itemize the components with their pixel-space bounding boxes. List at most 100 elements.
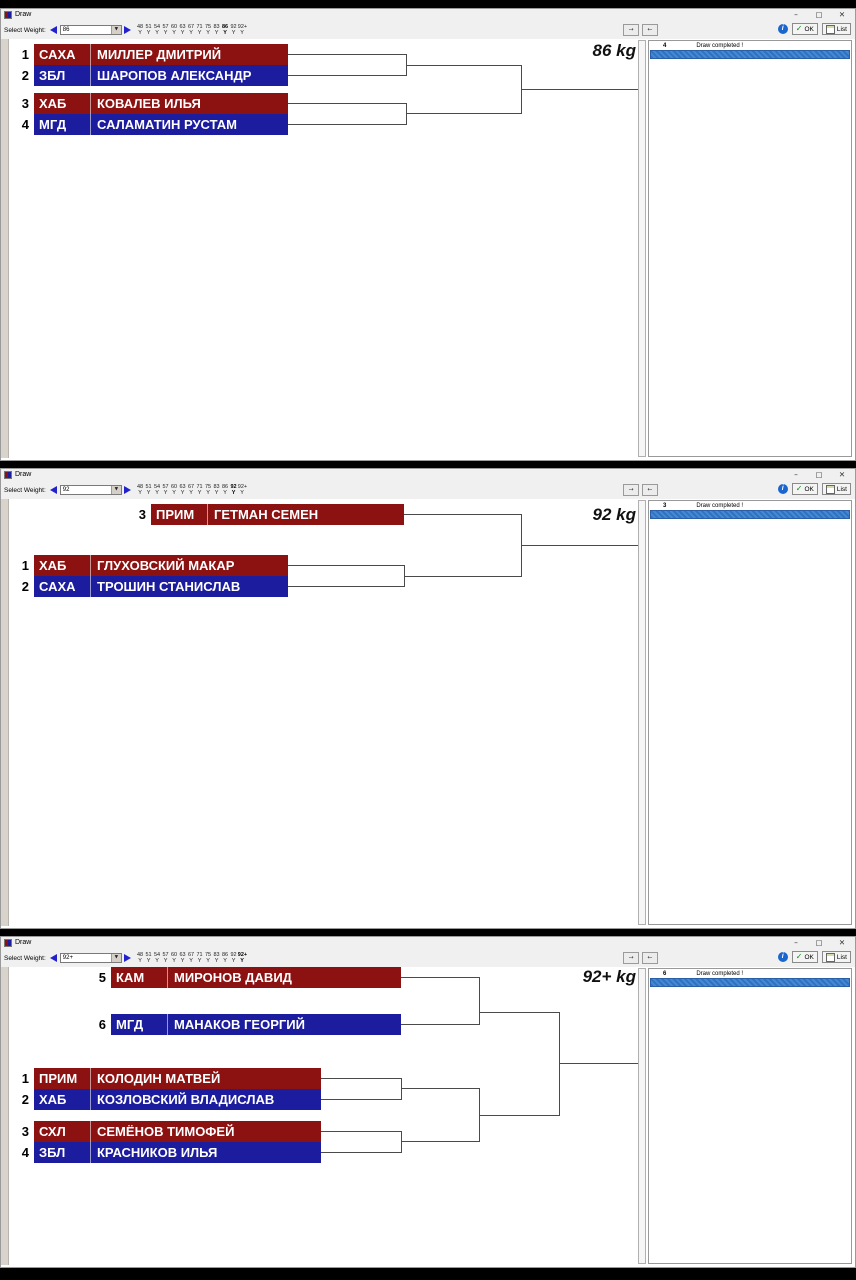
maximize-button[interactable]: ▢ [815, 10, 823, 19]
athlete-name: СЕМЁНОВ ТИМОФЕЙ [97, 1124, 235, 1139]
weight-combobox[interactable]: 86 ▼ [59, 25, 122, 35]
bracket-entry[interactable]: 1 САХА МИЛЛЕР ДМИТРИЙ [10, 44, 288, 65]
maximize-button[interactable]: ▢ [815, 938, 823, 947]
vertical-divider[interactable] [638, 968, 646, 1264]
club-code: ХАБ [34, 1089, 91, 1110]
next-weight-arrow-icon[interactable] [123, 486, 131, 494]
minimize-button[interactable]: – [794, 470, 798, 479]
ok-button[interactable]: ✓OK [791, 483, 818, 495]
bracket-entry[interactable]: 4 МГД САЛАМАТИН РУСТАМ [10, 114, 288, 135]
bracket-line [406, 65, 521, 66]
bracket-entry[interactable]: 3 ХАБ КОВАЛЕВ ИЛЬЯ [10, 93, 288, 114]
minimize-button[interactable]: – [794, 938, 798, 947]
nav-next-button[interactable]: → [623, 952, 639, 964]
close-button[interactable]: ✕ [838, 470, 846, 479]
bracket-entry[interactable]: 3 СХЛ СЕМЁНОВ ТИМОФЕЙ [10, 1121, 321, 1142]
prev-weight-arrow-icon[interactable] [49, 26, 57, 34]
list-button[interactable]: List [821, 483, 851, 495]
prev-weight-arrow-icon[interactable] [49, 954, 57, 962]
selected-row-bar[interactable] [650, 978, 850, 987]
combobox-dropdown-icon[interactable]: ▼ [110, 954, 121, 962]
bracket-entry[interactable]: 2 ЗБЛ ШАРОПОВ АЛЕКСАНДР [10, 65, 288, 86]
list-button[interactable]: List [821, 951, 851, 963]
nav-prev-button[interactable]: ← [642, 484, 658, 496]
close-button[interactable]: ✕ [838, 938, 846, 947]
ok-button[interactable]: ✓OK [791, 23, 818, 35]
list-button[interactable]: List [821, 23, 851, 35]
bracket-entry[interactable]: 2 САХА ТРОШИН СТАНИСЛАВ [10, 576, 288, 597]
bracket-entry[interactable]: 6 МГД МАНАКОВ ГЕОРГИЙ [87, 1014, 401, 1035]
close-button[interactable]: ✕ [838, 10, 846, 19]
combobox-dropdown-icon[interactable]: ▼ [110, 26, 121, 34]
nav-prev-button[interactable]: ← [642, 24, 658, 36]
selected-row-bar[interactable] [650, 50, 850, 59]
bracket-entry[interactable]: 1 ПРИМ КОЛОДИН МАТВЕЙ [10, 1068, 321, 1089]
info-button[interactable]: i [777, 952, 788, 962]
ok-button[interactable]: ✓OK [791, 951, 818, 963]
prev-weight-arrow-icon[interactable] [49, 486, 57, 494]
bracket-line [321, 1152, 401, 1153]
vertical-divider[interactable] [638, 40, 646, 457]
minimize-button[interactable]: – [794, 10, 798, 19]
bracket-entry[interactable]: 3 ПРИМ ГЕТМАН СЕМЕН [127, 504, 404, 525]
nav-prev-button[interactable]: ← [642, 952, 658, 964]
info-button[interactable]: i [777, 484, 788, 494]
bracket-line [288, 565, 404, 566]
vertical-divider[interactable] [638, 500, 646, 925]
weight-option-92+[interactable]: 92+Y [237, 24, 248, 36]
bracket-entry[interactable]: 4 ЗБЛ КРАСНИКОВ ИЛЬЯ [10, 1142, 321, 1163]
nav-next-button[interactable]: → [623, 24, 639, 36]
bracket-line [321, 1078, 401, 1079]
nav-next-button[interactable]: → [623, 484, 639, 496]
next-weight-arrow-icon[interactable] [123, 26, 131, 34]
bracket-entry[interactable]: 2 ХАБ КОЗЛОВСКИЙ ВЛАДИСЛАВ [10, 1089, 321, 1110]
weight-option-92+[interactable]: 92+Y [237, 484, 248, 496]
info-button[interactable]: i [777, 24, 788, 34]
bracket-entry[interactable]: 5 КАМ МИРОНОВ ДАВИД [87, 967, 401, 988]
weight-combobox[interactable]: 92+ ▼ [59, 953, 122, 963]
weight-combobox[interactable]: 92 ▼ [59, 485, 122, 495]
maximize-button[interactable]: ▢ [815, 470, 823, 479]
selected-row-bar[interactable] [650, 510, 850, 519]
next-weight-arrow-icon[interactable] [123, 954, 131, 962]
weight-option-92+[interactable]: 92+Y [237, 952, 248, 964]
combobox-dropdown-icon[interactable]: ▼ [110, 486, 121, 494]
bracket-entry[interactable]: 1 ХАБ ГЛУХОВСКИЙ МАКАР [10, 555, 288, 576]
